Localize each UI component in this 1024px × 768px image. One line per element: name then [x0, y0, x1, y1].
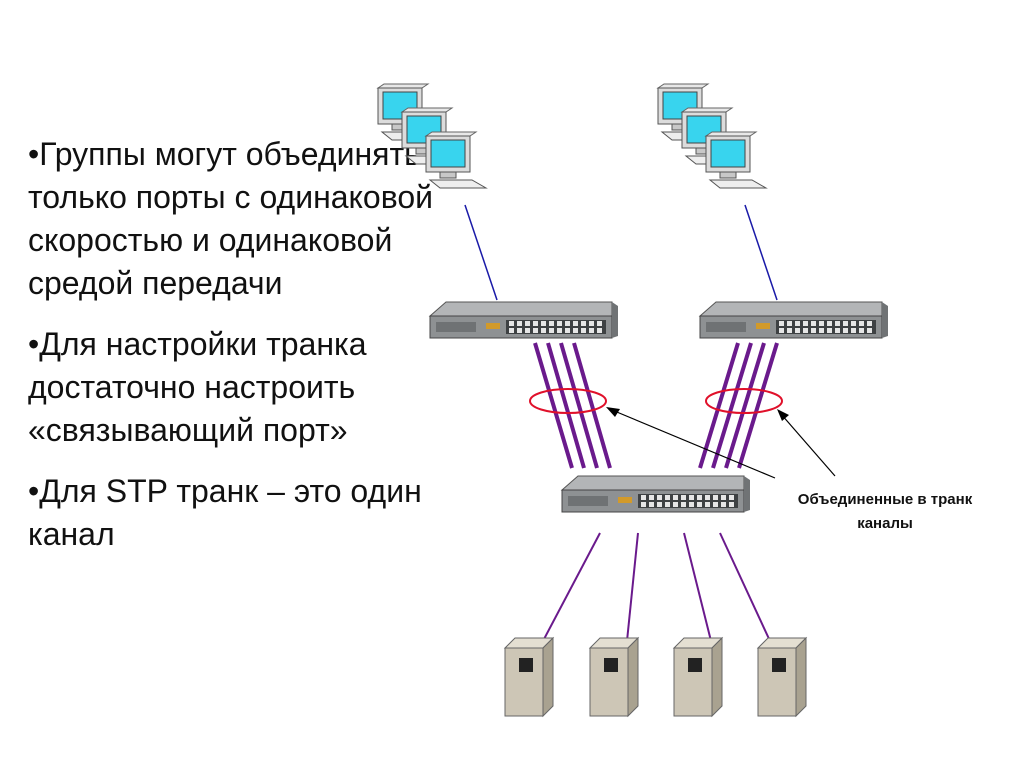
server-icon	[757, 637, 807, 717]
server-links	[542, 532, 771, 642]
pc-link-right	[744, 204, 778, 301]
computer-icon	[425, 131, 487, 189]
server-icon	[589, 637, 639, 717]
computer-group-left	[377, 83, 487, 189]
trunk-caption-line2: каналы	[857, 515, 913, 532]
server-icon	[673, 637, 723, 717]
trunk-caption-line1: Объединенные в транк	[797, 491, 973, 508]
bullet-2: •Для настройки транка достаточно настрои…	[28, 326, 367, 448]
trunk-ellipse-right	[705, 388, 783, 414]
pc-link-left	[464, 204, 498, 301]
computer-group-right	[657, 83, 767, 189]
trunk-links-left	[533, 342, 612, 469]
trunk-ellipse-left	[529, 388, 607, 414]
switch-icon	[699, 301, 889, 339]
bullet-3: •Для STP транк – это один канал	[28, 473, 422, 552]
bullet-list: •Группы могут объединять только порты с …	[28, 133, 448, 574]
switch-icon	[561, 475, 751, 513]
bullet-1: •Группы могут объединять только порты с …	[28, 136, 434, 301]
trunk-caption: Объединенные в транк каналы	[760, 488, 1010, 536]
computer-icon	[705, 131, 767, 189]
server-icon	[504, 637, 554, 717]
pointer-arrows	[606, 407, 836, 479]
switch-icon	[429, 301, 619, 339]
trunk-links-right	[698, 342, 779, 469]
